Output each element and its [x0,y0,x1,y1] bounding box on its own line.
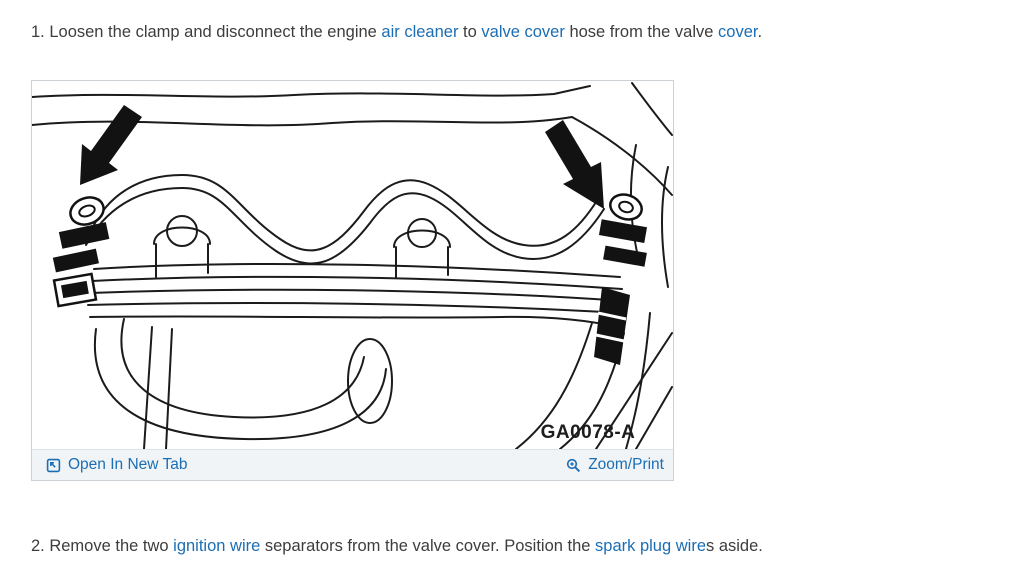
step-1-seg: to [458,23,482,41]
air-cleaner-link[interactable]: air cleaner [381,23,459,41]
figure-code-label: GA0078-A [541,422,636,443]
pointer-arrow-left [80,105,142,186]
valve-cover-linework [32,82,673,450]
step-1-seg: hose from the valve [564,23,719,41]
step-1-seg: 1. Loosen the clamp and disconnect the e… [31,23,382,41]
step-1-text: 1. Loosen the clamp and disconnect the e… [31,21,991,43]
step-1-seg: . [757,23,763,41]
zoom-icon[interactable] [566,458,581,473]
wire-separator-left [52,196,110,308]
step-2-seg: separators from the valve cover. Positio… [260,537,596,556]
pointer-arrow-right [545,120,604,210]
step-2-text: 2. Remove the two ignition wire separato… [31,535,991,557]
step-2-seg: 2. Remove the two [31,537,174,556]
engine-diagram: GA0078-A [32,81,673,450]
wire-separator-right [594,193,648,366]
open-in-new-tab-link[interactable]: Open In New Tab [46,456,187,474]
open-in-new-tab-icon[interactable] [46,458,61,473]
ignition-wire-link[interactable]: ignition wire [173,537,261,556]
valve-cover-link[interactable]: valve cover [481,23,565,41]
step-2-seg: s aside. [706,537,763,556]
open-in-new-tab-label: Open In New Tab [68,456,188,474]
cover-link[interactable]: cover [718,23,758,41]
figure-panel: GA0078-A Open In New Tab Zoom/Print [31,80,674,482]
zoom-print-label: Zoom/Print [588,456,664,474]
zoom-print-link[interactable]: Zoom/Print [566,456,664,474]
spark-plug-wire-link[interactable]: spark plug wire [595,537,706,556]
figure-toolbar: Open In New Tab Zoom/Print [32,449,673,481]
